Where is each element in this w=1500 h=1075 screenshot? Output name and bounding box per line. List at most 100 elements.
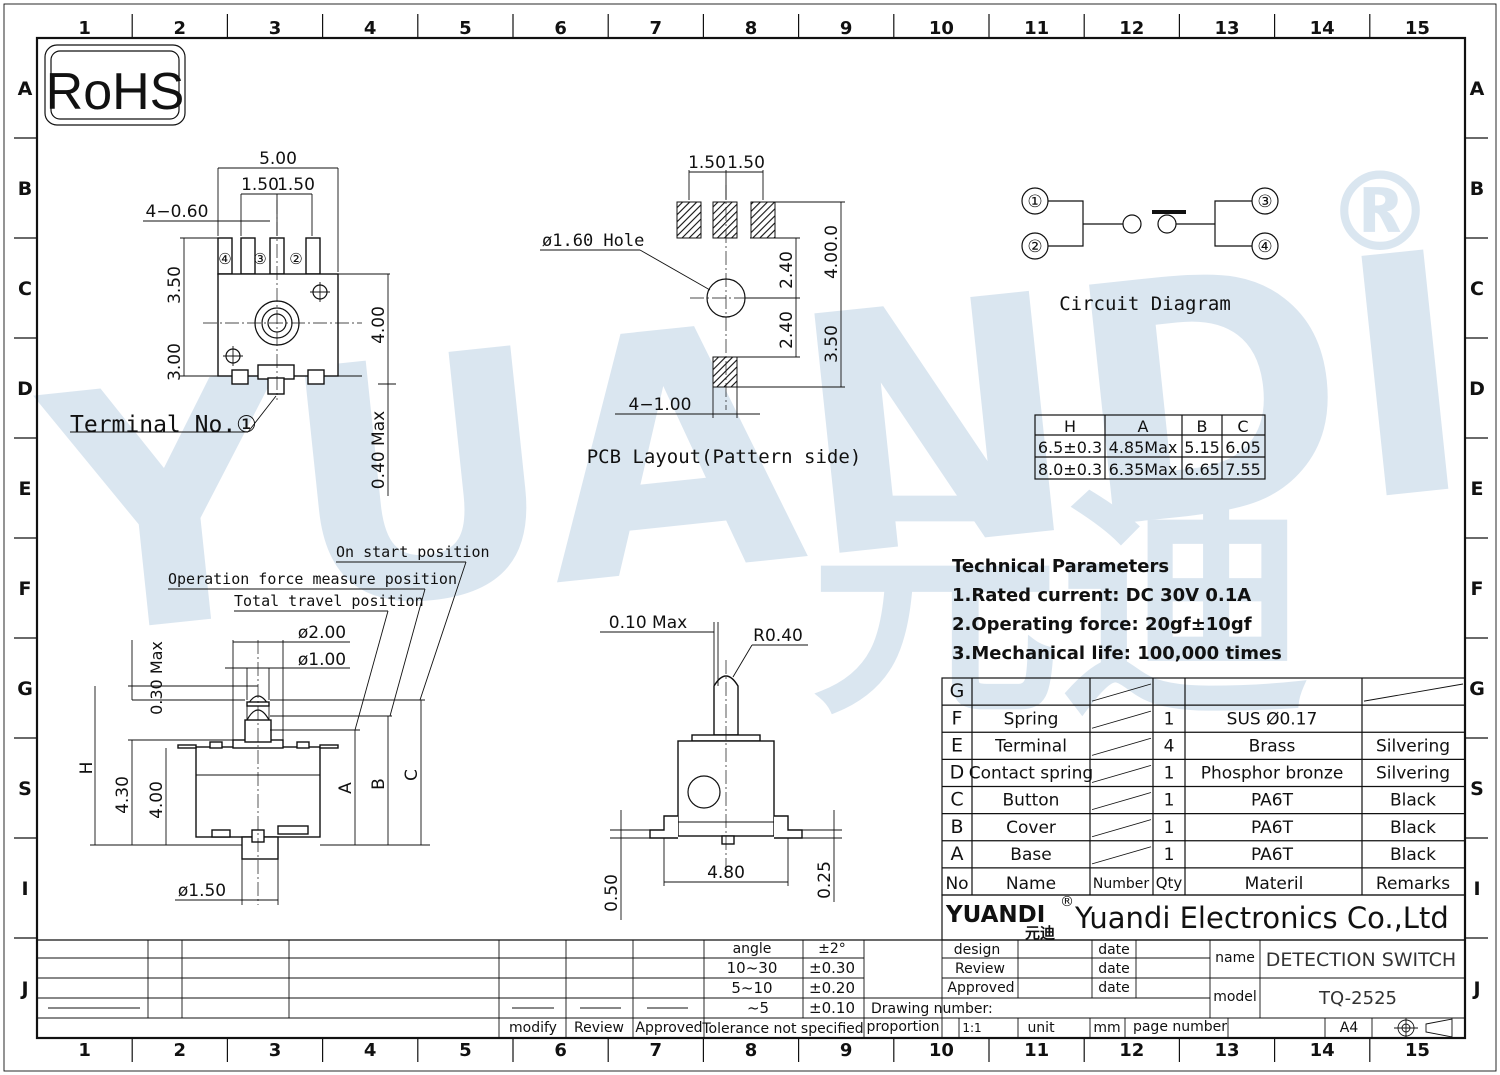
- column-label: 14: [1310, 18, 1335, 39]
- bom-cell-no: G: [950, 680, 965, 702]
- column-label: 1: [78, 1040, 91, 1061]
- circuit-caption: Circuit Diagram: [1059, 293, 1231, 315]
- tech-item: 3.Mechanical life: 100,000 times: [952, 643, 1282, 664]
- dim-width-front: 4.80: [707, 863, 745, 883]
- size-cell: 6.65: [1184, 460, 1220, 479]
- bom-cell-no: A: [951, 843, 964, 865]
- column-label: 1: [78, 18, 91, 39]
- bom-cell-name: Terminal: [994, 736, 1067, 756]
- dim-pitch-right: 1.50: [277, 175, 315, 195]
- row-label: G: [1469, 678, 1485, 700]
- column-label: 15: [1405, 1040, 1430, 1061]
- unit-value: mm: [1093, 1020, 1120, 1036]
- column-label: 12: [1119, 1040, 1144, 1061]
- dim-radius: R0.40: [753, 626, 803, 646]
- bom-header-no: No: [945, 874, 968, 894]
- terminal-mark-4: ④: [218, 250, 231, 268]
- logo-registered: ®: [1060, 894, 1074, 910]
- front-view: 0.10 Max R0.40 4.80 0.50 0.25: [600, 613, 842, 920]
- top-view: 5.00 1.50 1.50 4−0.60 ④ ③ ② 3.50 3.00 4.…: [70, 149, 396, 496]
- tech-item: 2.Operating force: 20gf±10gf: [952, 614, 1252, 635]
- bom-cell-name: Cover: [1006, 818, 1056, 838]
- size-header-h: H: [1064, 417, 1076, 436]
- bom-cell-material: SUS Ø0.17: [1227, 709, 1318, 729]
- column-label: 8: [745, 18, 758, 39]
- title-block: modify Review Approved angle ±2° 10~30 ±…: [37, 939, 1465, 1038]
- page-number-label: page number: [1133, 1019, 1227, 1035]
- column-label: 3: [269, 1040, 282, 1061]
- row-label: C: [1470, 278, 1484, 300]
- row-label: F: [1471, 578, 1484, 600]
- bom-cell-name: Contact spring: [969, 764, 1093, 784]
- bom-header-name: Name: [1006, 874, 1056, 894]
- bom-cell-material: Brass: [1249, 736, 1296, 756]
- column-label: 9: [840, 18, 853, 39]
- sign-approved: Approved: [635, 1020, 702, 1036]
- terminal-numbers: ④ ③ ②: [218, 250, 302, 268]
- dim-lower: 3.00: [165, 343, 185, 381]
- tol-value: ±0.20: [809, 979, 855, 997]
- frame: [3, 3, 1497, 1072]
- bom-cell-qty: 1: [1164, 845, 1175, 865]
- circuit-diagram: ① ② ③ ④ Circuit Diagram: [1021, 187, 1279, 315]
- company-block: YUANDI ® 元迪 Yuandi Electronics Co.,Ltd: [941, 894, 1466, 942]
- column-label: 4: [364, 1040, 377, 1061]
- size-cell: 5.15: [1184, 438, 1220, 457]
- row-label: D: [1469, 378, 1485, 400]
- column-label: 9: [840, 1040, 853, 1061]
- tol-header: angle: [733, 941, 772, 957]
- tech-item: 1.Rated current: DC 30V 0.1A: [952, 585, 1251, 606]
- proportion-label: proportion: [867, 1019, 940, 1035]
- row-label: A: [1470, 78, 1485, 100]
- tol-angle: ±2°: [818, 941, 846, 957]
- bom-header-number: Number: [1093, 876, 1149, 892]
- pcb-dim-pitch-right: 1.50: [727, 153, 765, 173]
- pcb-hole-label: ø1.60 Hole: [542, 231, 644, 251]
- row-label: A: [18, 78, 33, 100]
- circuit-node-2: ②: [1027, 237, 1042, 257]
- size-cell: 7.55: [1225, 460, 1261, 479]
- bom-cell-remarks: Black: [1390, 818, 1436, 838]
- bom-cell-no: B: [950, 816, 963, 838]
- size-cell: 8.0±0.3: [1038, 460, 1102, 479]
- circuit-node-3: ③: [1257, 192, 1272, 212]
- row-label: J: [1471, 978, 1480, 1000]
- drawing-number-label: Drawing number:: [871, 1001, 993, 1017]
- tol-caption: Tolerance not specified: [701, 1021, 863, 1037]
- column-label: 6: [554, 18, 567, 39]
- row-label: B: [1470, 178, 1484, 200]
- pcb-dim-upper: 2.40: [777, 251, 797, 289]
- dim-offset: 0.40 Max: [369, 411, 389, 489]
- bom-cell-no: C: [950, 789, 963, 811]
- bom-header-remarks: Remarks: [1376, 874, 1450, 894]
- watermark: YUANDI 元迪 ®: [24, 148, 1487, 749]
- dim-terminal-width: 4−0.60: [146, 202, 209, 222]
- dim-c: C: [402, 769, 422, 781]
- column-label: 11: [1024, 1040, 1049, 1061]
- sign-review: Review: [574, 1020, 624, 1036]
- pcb-dim-bottom: 3.50: [822, 325, 842, 363]
- column-label: 14: [1310, 1040, 1335, 1061]
- model-number: TQ-2525: [1318, 988, 1397, 1009]
- side-view: On start position Operation force measur…: [77, 543, 490, 905]
- bom-cell-no: F: [952, 707, 963, 729]
- row-label: I: [21, 878, 28, 900]
- column-label: 11: [1024, 18, 1049, 39]
- terminal-mark-2: ②: [289, 250, 302, 268]
- column-ticks: [131, 14, 1371, 1062]
- approved-label: Approved: [947, 980, 1014, 996]
- unit-label: unit: [1027, 1020, 1055, 1036]
- row-label: S: [18, 778, 32, 800]
- dim-430: 4.30: [113, 776, 133, 814]
- row-ticks: [14, 137, 1488, 939]
- part-name: DETECTION SWITCH: [1266, 949, 1456, 971]
- tol-value: ±0.30: [809, 959, 855, 977]
- bom-cell-remarks: Black: [1390, 845, 1436, 865]
- logo-cjk: 元迪: [1025, 924, 1055, 942]
- tol-value: ±0.10: [809, 999, 855, 1017]
